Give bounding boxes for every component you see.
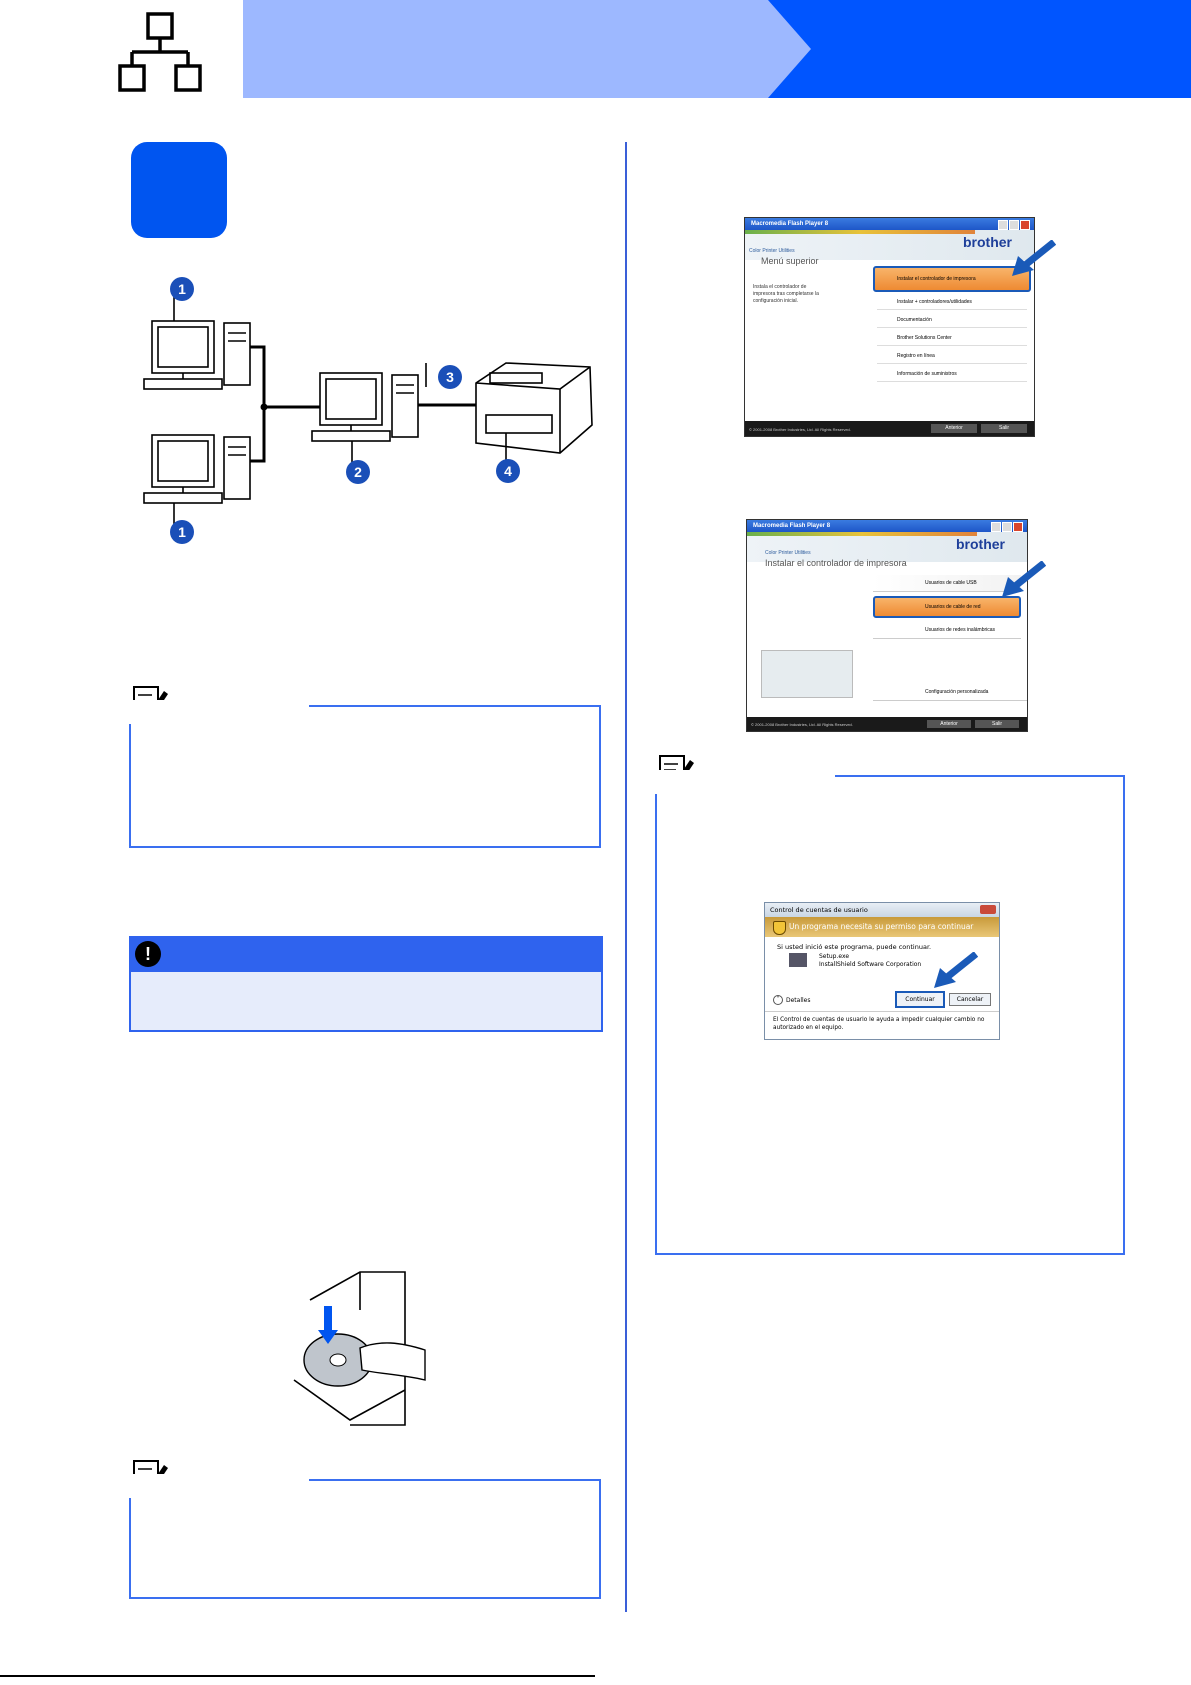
copyright: © 2001-2008 Brother Industries, Ltd. All…: [751, 722, 853, 727]
svg-text:3: 3: [446, 369, 454, 385]
menu-documentation[interactable]: Documentación: [877, 314, 1027, 328]
option-usb[interactable]: Usuarios de cable USB: [873, 575, 1021, 592]
note-box-3: [129, 1479, 601, 1599]
setup-program-icon: [789, 953, 807, 967]
shield-icon: [773, 921, 786, 935]
network-diagram: 1 1 2 3 4: [143, 277, 593, 544]
arrow-pointer-icon: [1012, 240, 1056, 276]
screenshot-top-menu: Macromedia Flash Player 8 brother Color …: [744, 217, 1035, 437]
close-icon[interactable]: [1013, 522, 1023, 532]
cancel-button[interactable]: Cancelar: [949, 993, 991, 1006]
step-badge: [131, 142, 227, 238]
arrow-pointer-icon: [934, 952, 978, 988]
uac-banner: Un programa necesita su permiso para con…: [765, 917, 999, 937]
callout-3: 3: [438, 365, 462, 389]
copyright: © 2001-2008 Brother Industries, Ltd. All…: [749, 427, 851, 432]
brand-logo: brother: [963, 234, 1012, 250]
uac-title: Control de cuentas de usuario: [765, 903, 999, 917]
subtitle: Color Printer Utilities: [749, 248, 795, 254]
footer-rule: [0, 1675, 595, 1677]
minimize-icon[interactable]: [998, 220, 1008, 230]
uac-footer-line-1: El Control de cuentas de usuario le ayud…: [773, 1017, 985, 1023]
svg-text:4: 4: [504, 463, 512, 479]
menu-install-driver[interactable]: Instalar el controlador de impresora: [873, 266, 1031, 292]
svg-text:1: 1: [178, 281, 186, 297]
option-custom[interactable]: Configuración personalizada: [873, 684, 1027, 701]
svg-text:1: 1: [178, 524, 186, 540]
important-header-bar: [129, 936, 603, 972]
uac-message: Si usted inició este programa, puede con…: [777, 943, 932, 951]
chevron-down-icon: ˅: [773, 995, 783, 1005]
subtitle: Color Printer Utilities: [765, 550, 811, 556]
close-icon[interactable]: [980, 905, 996, 914]
header-band: [243, 0, 1191, 98]
note-box-2: [655, 775, 1125, 1255]
back-button[interactable]: Anterior: [927, 720, 971, 728]
arrow-pointer-icon: [1002, 561, 1046, 597]
maximize-icon[interactable]: [1009, 220, 1019, 230]
menu-online-registration[interactable]: Registro en línea: [877, 350, 1027, 364]
column-divider: [625, 142, 627, 1612]
callout-1-top: 1: [170, 277, 194, 301]
network-cable-photo: [761, 650, 853, 698]
menu-solutions-center[interactable]: Brother Solutions Center: [877, 332, 1027, 346]
brand-logo: brother: [956, 536, 1005, 552]
network-icon: [118, 12, 202, 92]
uac-footer-line-2: autorizado en el equipo.: [773, 1025, 844, 1031]
callout-2: 2: [346, 460, 370, 484]
uac-program: Setup.exe: [819, 953, 850, 960]
cd-insert-illustration: [293, 1271, 426, 1426]
uac-details-toggle[interactable]: ˅ Detalles: [773, 995, 811, 1005]
option-wireless[interactable]: Usuarios de redes inalámbricas: [873, 622, 1021, 639]
option-network-cable[interactable]: Usuarios de cable de red: [873, 596, 1021, 618]
callout-4: 4: [496, 459, 520, 483]
window-title-bar: Macromedia Flash Player 8: [747, 520, 1027, 532]
svg-text:2: 2: [354, 464, 362, 480]
exit-button[interactable]: Salir: [975, 720, 1019, 728]
screen-heading: Instalar el controlador de impresora: [765, 558, 907, 568]
callout-1-bottom: 1: [170, 520, 194, 544]
maximize-icon[interactable]: [1002, 522, 1012, 532]
uac-publisher: InstallShield Software Corporation: [819, 961, 922, 968]
continue-button[interactable]: Continuar: [895, 991, 945, 1008]
back-button[interactable]: Anterior: [931, 424, 977, 433]
uac-dialog: Control de cuentas de usuario Un program…: [764, 902, 1000, 1040]
description: Instala el controlador de impresora tras…: [753, 284, 819, 304]
screen-heading: Menú superior: [761, 256, 819, 266]
exit-button[interactable]: Salir: [981, 424, 1027, 433]
menu-supplies-info[interactable]: Información de suministros: [877, 368, 1027, 382]
screenshot-install-driver: Macromedia Flash Player 8 brother Color …: [746, 519, 1028, 732]
window-title-bar: Macromedia Flash Player 8: [745, 218, 1034, 230]
close-icon[interactable]: [1020, 220, 1030, 230]
note-box-1: [129, 705, 601, 848]
minimize-icon[interactable]: [991, 522, 1001, 532]
menu-install-utilities[interactable]: Instalar + controladores/utilidades: [877, 296, 1027, 310]
important-icon: !: [135, 941, 161, 967]
